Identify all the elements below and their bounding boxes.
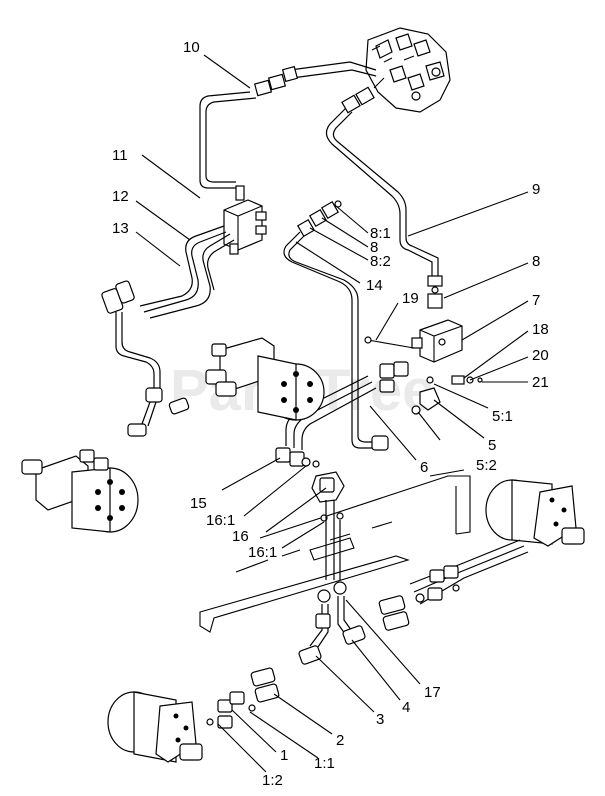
callout-6: 6 xyxy=(420,459,428,476)
callout-8-2: 8:2 xyxy=(370,253,391,270)
hydraulic-motor-upper xyxy=(205,337,325,421)
hose-10 xyxy=(199,61,377,189)
relief-valve-7 xyxy=(364,319,483,385)
callout-16-1-a: 16:1 xyxy=(206,512,235,529)
callout-7: 7 xyxy=(532,292,540,309)
callout-1-2: 1:2 xyxy=(262,772,283,789)
callout-5: 5 xyxy=(488,437,496,454)
callout-8-1: 8:1 xyxy=(370,225,391,242)
callout-19: 19 xyxy=(402,290,419,307)
hose-14-and-fittings-8 xyxy=(283,200,389,451)
tee-fittings-15-16 xyxy=(275,447,345,580)
callout-15: 15 xyxy=(190,495,207,512)
hydraulic-motor-bottom xyxy=(107,667,280,763)
callout-5-2: 5:2 xyxy=(476,457,497,474)
callout-13: 13 xyxy=(112,220,129,237)
callout-11: 11 xyxy=(112,147,128,164)
flow-divider-valve xyxy=(139,185,267,319)
callout-labels: 10 11 12 13 9 8:1 8 8:2 14 8 19 7 18 20 … xyxy=(112,39,549,789)
callout-17: 17 xyxy=(424,684,441,701)
callout-12: 12 xyxy=(112,188,129,205)
hydraulic-motor-right xyxy=(378,479,585,631)
callout-18: 18 xyxy=(532,321,549,338)
control-valve xyxy=(365,27,451,113)
callout-3: 3 xyxy=(376,711,384,728)
callout-2: 2 xyxy=(336,732,344,749)
callout-14: 14 xyxy=(366,277,383,294)
callout-16: 16 xyxy=(232,528,249,545)
hose-9 xyxy=(325,77,443,309)
callout-10: 10 xyxy=(183,39,200,56)
callout-8-b: 8 xyxy=(532,253,540,270)
frame-plate xyxy=(199,475,471,633)
elbow-fittings-left xyxy=(101,280,190,437)
callout-21: 21 xyxy=(532,374,549,391)
callout-20: 20 xyxy=(532,347,549,364)
callout-9: 9 xyxy=(532,181,540,198)
hydraulic-motor-left xyxy=(21,449,139,533)
lower-fittings-3-4-17 xyxy=(298,581,366,665)
callout-8-a: 8 xyxy=(370,239,378,256)
callout-4: 4 xyxy=(402,699,410,716)
callout-1-1: 1:1 xyxy=(314,755,335,772)
callout-16-1-b: 16:1 xyxy=(248,544,277,561)
leader-lines xyxy=(135,54,529,773)
callout-5-1: 5:1 xyxy=(492,408,513,425)
callout-1: 1 xyxy=(280,747,288,764)
